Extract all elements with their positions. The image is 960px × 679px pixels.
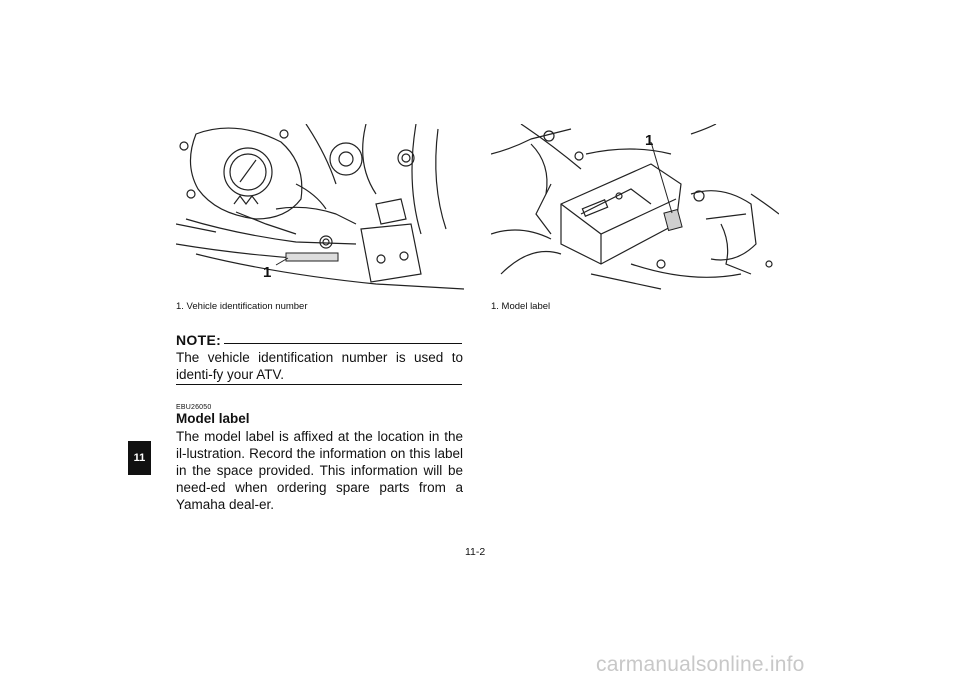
note-heading-rule [176,343,462,344]
note-bottom-rule [176,384,462,385]
note-text: The vehicle identification number is use… [176,350,463,382]
chapter-tab: 11 [128,441,151,475]
model-label-figure-caption: 1. Model label [491,301,551,312]
vin-callout-number: 1 [263,264,272,281]
chapter-tab-number: 11 [133,452,146,464]
page-number: 11-2 [465,546,486,558]
seat-area-drawing [490,123,780,290]
note-label: NOTE: [176,332,225,348]
vin-figure-caption: 1. Vehicle identification number [176,301,308,312]
model-label-location-illustration: 1 [490,123,780,296]
engine-drawing [175,123,465,290]
section-title: Model label [176,411,250,426]
section-code: EBU26050 [176,404,212,411]
vin-location-illustration: 1 [175,123,465,296]
model-label-callout-number: 1 [645,132,654,149]
section-body: The model label is affixed at the locati… [176,429,463,512]
note-heading: NOTE: [176,332,462,348]
watermark: carmanualsonline.info [596,653,805,676]
